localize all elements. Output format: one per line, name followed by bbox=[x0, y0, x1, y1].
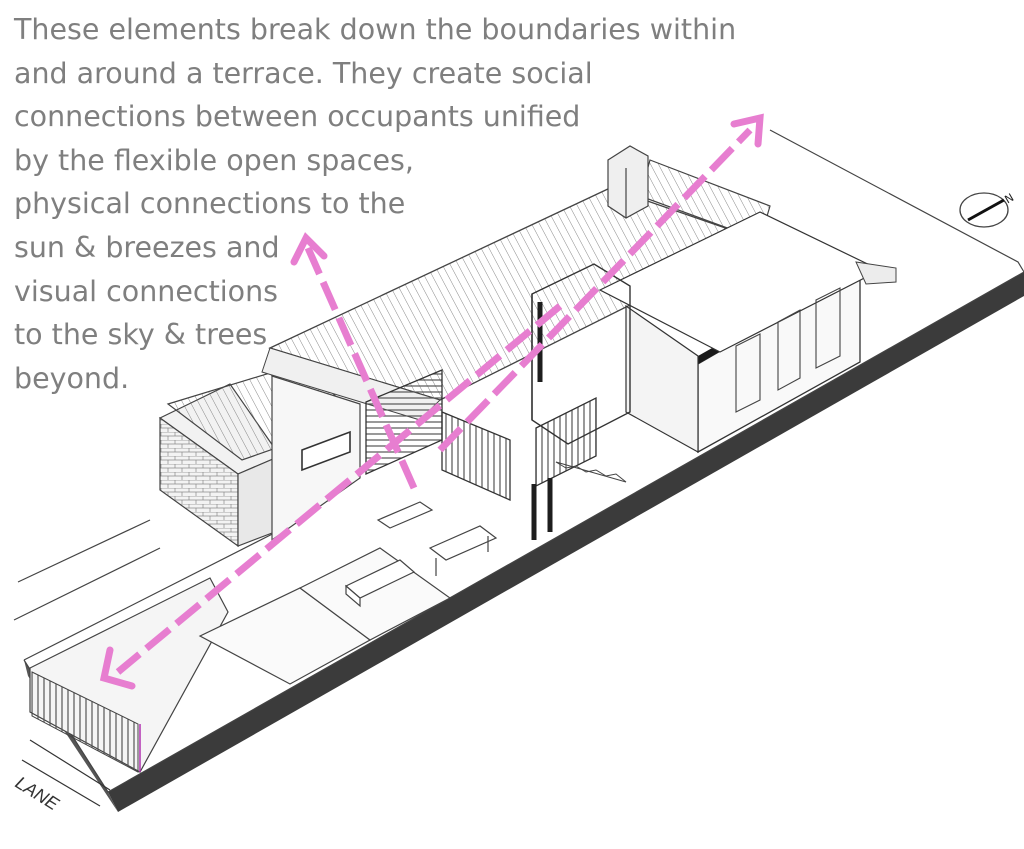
balustrade bbox=[441, 396, 597, 501]
caption-line: These elements break down the boundaries… bbox=[14, 13, 737, 46]
front-house bbox=[598, 211, 897, 454]
posts bbox=[531, 302, 553, 540]
caption-line: and around a terrace. They create social bbox=[14, 56, 593, 90]
caption-line: physical connections to the bbox=[14, 187, 406, 221]
north-point: N bbox=[959, 191, 1016, 228]
arrow-heads bbox=[99, 113, 764, 690]
caption-line: to the sky & trees bbox=[14, 318, 268, 352]
sky-arrow-head bbox=[290, 232, 328, 266]
main-roof bbox=[261, 159, 771, 421]
caption-line: beyond. bbox=[14, 361, 130, 395]
sky-connection-arrow bbox=[304, 246, 418, 490]
connection-arrows bbox=[115, 127, 753, 675]
middle-wall bbox=[271, 375, 361, 542]
lane-label: LANE bbox=[12, 772, 63, 814]
caption-line: connections between occupants unified bbox=[14, 100, 581, 134]
caption-line: visual connections bbox=[14, 274, 279, 308]
sun-breeze-connection-arrow bbox=[437, 127, 753, 453]
living-furniture bbox=[344, 501, 498, 608]
diagram-caption: These elements break down the boundaries… bbox=[14, 8, 784, 400]
sun-arrow-head bbox=[730, 113, 764, 148]
caption-line: sun & breezes and bbox=[14, 230, 280, 264]
caption-line: by the flexible open spaces, bbox=[14, 143, 414, 177]
courtyard-paving bbox=[198, 547, 452, 685]
stair bbox=[555, 461, 627, 483]
rear-fence bbox=[29, 577, 229, 773]
lane-arrow-head bbox=[99, 646, 136, 690]
lane-connection-arrow bbox=[115, 303, 563, 675]
